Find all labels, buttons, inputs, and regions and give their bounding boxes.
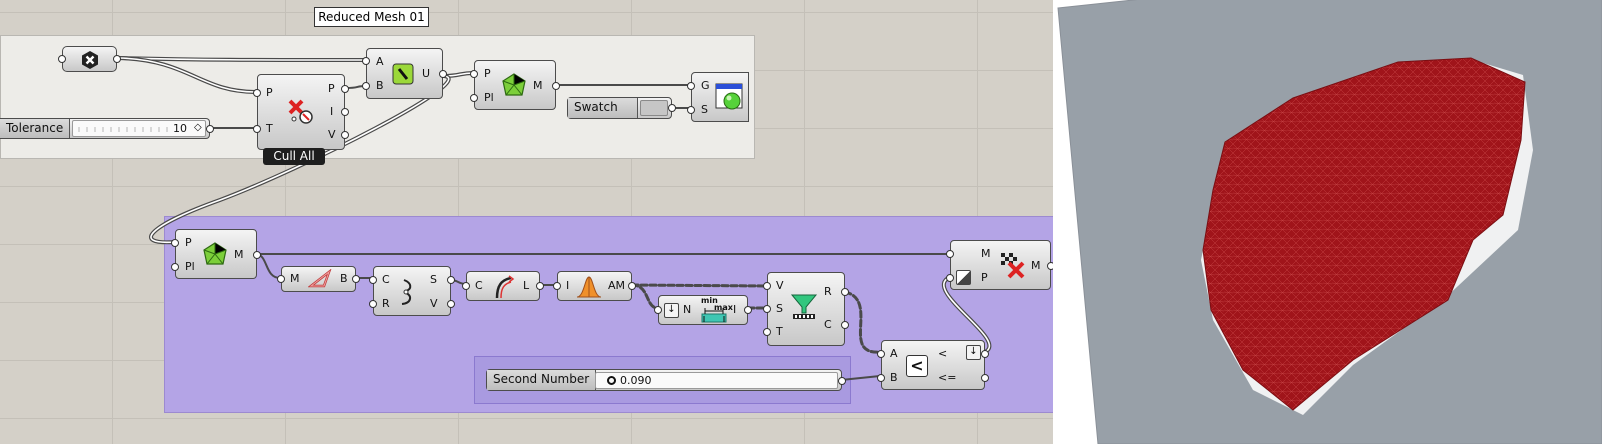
wire-grip[interactable] [439, 70, 447, 78]
smaller-than-icon: < [906, 355, 928, 377]
wire-grip[interactable] [113, 55, 121, 63]
wire-grip[interactable] [841, 321, 849, 329]
wire-grip[interactable] [536, 282, 544, 290]
viewport-render [1053, 0, 1602, 444]
swatch-param[interactable]: Swatch [567, 97, 676, 119]
wire-grip[interactable] [877, 374, 885, 382]
swatch-color[interactable] [640, 100, 668, 116]
tooltip-reduced-mesh: Reduced Mesh 01 [314, 7, 429, 27]
wire-grip[interactable] [369, 300, 377, 308]
wire-grip[interactable] [341, 108, 349, 116]
second-number-value: 0.090 [620, 374, 652, 387]
mesh-edges-icon [308, 269, 332, 288]
second-number-track[interactable]: 0.090 [595, 372, 838, 389]
bounds-component[interactable]: I AM [553, 271, 636, 301]
wire-grip[interactable] [841, 288, 849, 296]
wire-grip[interactable] [171, 263, 179, 271]
wire-grip[interactable] [981, 350, 989, 358]
wire-grip[interactable] [628, 282, 636, 290]
wire-grip[interactable] [981, 374, 989, 382]
wire-grip[interactable] [362, 82, 370, 90]
wire-grip[interactable] [946, 250, 954, 258]
mesh-component-bottom[interactable]: P Pl M [171, 229, 261, 279]
cull-faces-component[interactable]: M P M [946, 240, 1055, 290]
wire-grip[interactable] [763, 328, 771, 336]
cull-faces-icon [1001, 253, 1025, 279]
preview-sphere-icon [715, 83, 743, 110]
join-curves-icon [401, 279, 412, 305]
bell-curve-icon [576, 276, 602, 298]
join-curves-component[interactable]: C R S V [369, 266, 455, 316]
wire-grip[interactable] [744, 306, 752, 314]
min-label: min [701, 296, 718, 305]
wire-grip[interactable] [253, 89, 261, 97]
wire-grip[interactable] [369, 276, 377, 284]
curve-length-component[interactable]: C L [462, 271, 544, 301]
swatch-label: Swatch [568, 98, 638, 118]
wire-grip[interactable] [838, 377, 846, 385]
wire-grip[interactable] [341, 131, 349, 139]
slider-handle-icon[interactable]: ◇ [194, 122, 202, 133]
wire-grip[interactable] [277, 275, 285, 283]
wire-grip[interactable] [687, 82, 695, 90]
slider-handle-icon[interactable] [607, 376, 616, 385]
mesh-icon [502, 73, 526, 96]
graft-arrow-icon[interactable]: ↓ [966, 345, 981, 360]
cull-all-component[interactable]: P T P I V [253, 74, 349, 150]
input-a: A [376, 55, 384, 68]
input-b: B [376, 79, 384, 92]
tolerance-label: Tolerance [0, 119, 71, 138]
wire-grip[interactable] [171, 239, 179, 247]
wire-grip[interactable] [352, 275, 360, 283]
slider-ticks [78, 127, 168, 132]
preview-component[interactable]: G S [687, 72, 749, 122]
wire-grip[interactable] [687, 106, 695, 114]
wire-grip[interactable] [946, 274, 954, 282]
dispatch-component[interactable]: V S T R C [763, 272, 849, 346]
remap-minmax-icon [701, 308, 727, 323]
wire-grip[interactable] [462, 282, 470, 290]
reduce-icon [392, 63, 414, 85]
wire-grip[interactable] [253, 125, 261, 133]
wire-grip[interactable] [668, 104, 676, 112]
wire-grip[interactable] [206, 125, 214, 133]
second-number-slider[interactable]: Second Number 0.090 [486, 369, 846, 391]
tolerance-slider[interactable]: Tolerance 10 ◇ [0, 118, 214, 139]
wire-grip[interactable] [470, 70, 478, 78]
wire-grip[interactable] [253, 251, 261, 259]
curve-length-icon [495, 275, 515, 299]
wire-grip[interactable] [763, 305, 771, 313]
delete-hexagon-icon [82, 51, 98, 69]
smaller-than-component[interactable]: A B < <= < ↓ [877, 340, 989, 390]
reduce-component[interactable]: A B U [362, 48, 447, 99]
dispatch-filter-icon [790, 294, 818, 319]
wire-grip[interactable] [763, 282, 771, 290]
output-u: U [422, 67, 431, 80]
wire-grip[interactable] [362, 57, 370, 65]
second-number-label: Second Number [487, 370, 597, 390]
cull-all-label: Cull All [263, 148, 325, 165]
wire-grip[interactable] [877, 350, 885, 358]
remap-numbers-component[interactable]: ↓ N I min max [654, 295, 752, 325]
wire-grip[interactable] [447, 300, 455, 308]
wire-grip[interactable] [552, 82, 560, 90]
wire-grip[interactable] [470, 94, 478, 102]
tolerance-track[interactable]: 10 ◇ [72, 120, 206, 137]
mesh-component-top[interactable]: P Pl M [470, 60, 560, 110]
mesh-edges-component[interactable]: M B [277, 266, 360, 292]
wire-grip[interactable] [654, 306, 662, 314]
tolerance-value: 10 [173, 122, 187, 135]
rhino-viewport[interactable] [1053, 0, 1602, 444]
wire-grip[interactable] [447, 276, 455, 284]
flip-toggle-icon[interactable] [956, 270, 971, 285]
mesh-icon [203, 242, 227, 265]
hexagon-param[interactable] [58, 46, 121, 72]
wire-grip[interactable] [341, 85, 349, 93]
wire-grip[interactable] [58, 55, 66, 63]
wire-grip[interactable] [553, 282, 561, 290]
graft-arrow-icon[interactable]: ↓ [664, 303, 679, 318]
max-label: max [714, 303, 733, 312]
cull-points-icon [288, 99, 313, 124]
